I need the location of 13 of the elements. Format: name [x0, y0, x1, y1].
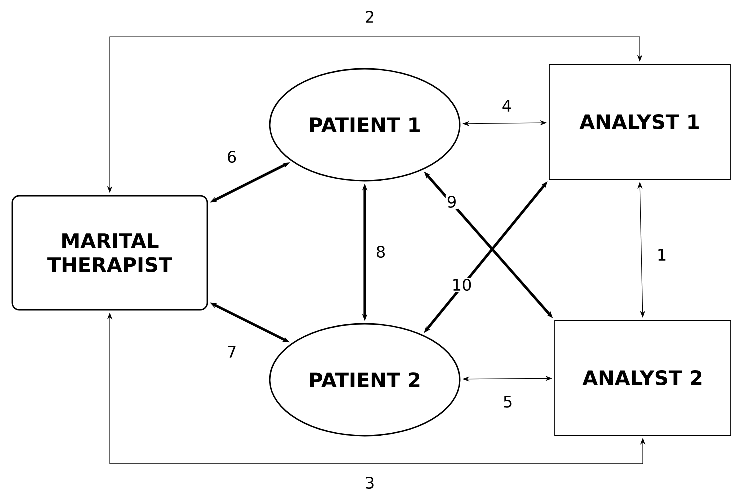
edge-label: 5: [502, 395, 514, 409]
edge-label: 10: [450, 278, 474, 292]
edge-label: 4: [500, 99, 514, 113]
therapist-box: MARITAL THERAPIST: [12, 195, 208, 311]
edge-label: 3: [364, 476, 376, 490]
edge-label: 2: [364, 10, 376, 24]
analyst-box: ANALYST 2: [554, 320, 732, 436]
analyst-box: ANALYST 1: [549, 64, 731, 180]
edge-label: 8: [374, 244, 388, 260]
edge-label: 9: [446, 194, 458, 210]
edge-label: 6: [226, 150, 238, 164]
edge-label: 7: [226, 345, 238, 359]
edge-label: 1: [656, 248, 668, 262]
